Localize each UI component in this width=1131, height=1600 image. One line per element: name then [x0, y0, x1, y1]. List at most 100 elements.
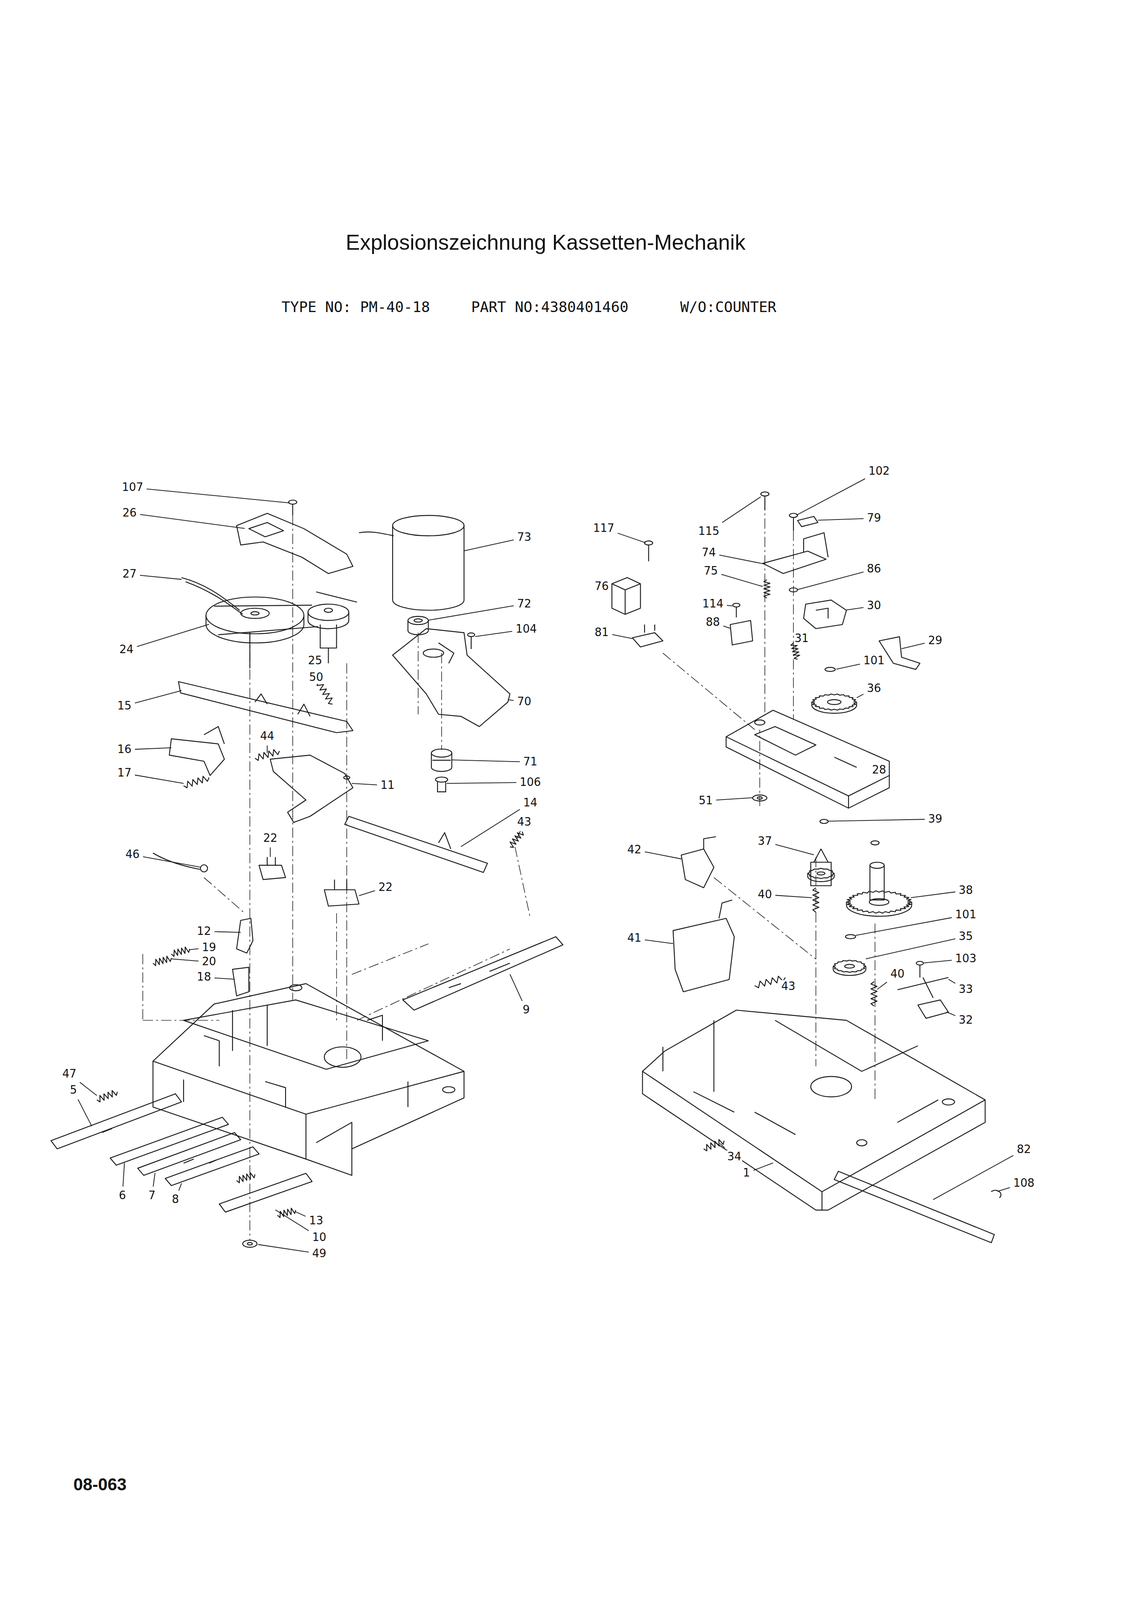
drawing-line [392, 600, 464, 611]
drawing-line [834, 1171, 995, 1243]
callout-number: 22 [262, 831, 279, 845]
drawing-line [204, 1014, 383, 1107]
drawing-line [204, 726, 225, 744]
drawing-line [470, 636, 472, 650]
drawing-line [344, 816, 488, 872]
drawing-line [358, 531, 394, 536]
drawing-line [725, 710, 890, 808]
drawing-line [431, 752, 452, 772]
drawing-line [441, 652, 442, 750]
leader-line [142, 856, 200, 867]
callout-number: 8 [171, 1192, 181, 1206]
drawing-line [219, 1173, 312, 1213]
leader-line [139, 514, 245, 529]
callout-number: 30 [865, 599, 882, 613]
leader-line [836, 664, 860, 670]
drawing-line [259, 856, 286, 880]
drawing-line [845, 934, 856, 939]
callout-number: 88 [705, 615, 721, 629]
callout-number: 43 [516, 815, 533, 829]
drawing-line [871, 840, 880, 846]
gear-hub [869, 898, 890, 906]
leader-line [451, 759, 520, 762]
drawing-line [437, 781, 446, 792]
callout-number: 74 [700, 546, 717, 560]
leader-line [910, 891, 956, 898]
spring-symbol [510, 831, 524, 848]
leader-line [721, 574, 763, 587]
callout-number: 82 [1016, 1142, 1032, 1156]
drawing-line [869, 862, 884, 869]
drawing-line [874, 923, 876, 1102]
drawing-line [918, 999, 949, 1018]
leader-line [855, 917, 952, 936]
leader-line [78, 1098, 92, 1126]
drawing-line [250, 611, 260, 616]
spring-symbol [763, 579, 770, 598]
leader-line [351, 783, 377, 785]
drawing-line [463, 525, 465, 600]
drawing-line [240, 608, 270, 619]
drawing-line [423, 648, 444, 657]
leader-line [214, 977, 235, 980]
leader-line [856, 693, 864, 698]
callout-number: 9 [521, 1003, 531, 1017]
drawing-line [288, 499, 297, 505]
header-text: PART NO:4380401460 [471, 298, 629, 316]
callout-number: 24 [118, 643, 135, 656]
spring-symbol [703, 1139, 725, 1151]
drawing-line [137, 1132, 241, 1175]
gear-hub [816, 871, 825, 875]
drawing-line [815, 856, 817, 1067]
drawing-line [292, 515, 293, 1000]
drawing-line [351, 943, 429, 975]
drawing-line [214, 605, 312, 607]
drawing-line [417, 632, 419, 715]
drawing-line [644, 540, 653, 546]
callout-number: 5 [69, 1083, 79, 1097]
drawing-line [308, 612, 350, 629]
drawing-line [324, 608, 333, 613]
callout-number: 81 [593, 626, 610, 639]
drawing-line [754, 726, 857, 768]
callout-number: 17 [116, 766, 133, 780]
drawing-line [169, 738, 225, 776]
leader-line [507, 699, 514, 701]
callout-number: 32 [957, 1013, 974, 1027]
drawing-line [942, 1098, 955, 1105]
leader-line [997, 1187, 1010, 1192]
callout-number: 40 [757, 888, 773, 901]
callout-number: 39 [927, 812, 944, 826]
gear-rim [846, 901, 912, 916]
drawing-line [236, 513, 353, 574]
callout-number: 33 [957, 982, 974, 996]
drawing-line [735, 606, 737, 618]
leader-line [189, 948, 199, 950]
leader-line [275, 1209, 309, 1231]
drawing-line [305, 1113, 307, 1159]
callout-number: 36 [865, 682, 882, 695]
callout-number: 86 [865, 562, 882, 576]
callout-number: 34 [726, 1150, 743, 1164]
drawing-line [719, 899, 733, 919]
drawing-line [346, 663, 347, 1062]
callout-number: 79 [865, 511, 882, 525]
drawing-line [764, 499, 765, 715]
leader-line [753, 1162, 773, 1171]
drawing-line [869, 865, 884, 900]
drawing-line [200, 864, 208, 872]
drawing-line [714, 877, 817, 960]
callout-number: 51 [697, 794, 714, 808]
drawing-line [757, 796, 763, 799]
leader-line [901, 643, 925, 649]
callout-number: 103 [954, 952, 978, 965]
gear-symbol [846, 890, 912, 917]
page-number: 08-063 [73, 1474, 127, 1494]
spring-symbol [317, 681, 333, 705]
left-assembly [50, 499, 563, 1247]
drawing-line [431, 749, 452, 758]
right-assembly [612, 491, 1002, 1243]
leader-line [932, 1155, 1014, 1200]
drawing-line [732, 603, 741, 607]
